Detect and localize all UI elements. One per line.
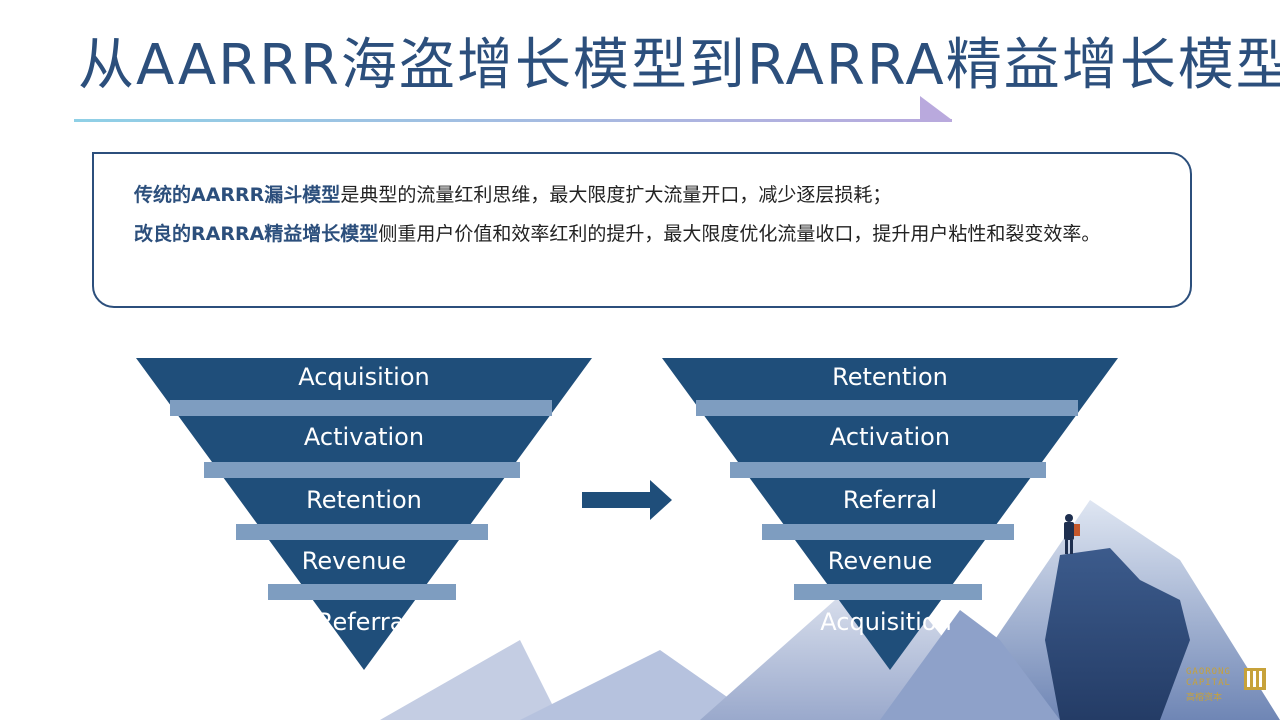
funnel-stage-label: Acquisition	[820, 608, 952, 636]
funnel-band	[762, 524, 1014, 540]
mountain-foreground	[880, 610, 1060, 720]
aarrr-funnel-shape	[136, 358, 592, 670]
mountain-back-left	[380, 640, 560, 720]
description-text: 传统的AARRR漏斗模型是典型的流量红利思维，最大限度扩大流量开口，减少逐层损耗…	[134, 176, 1174, 254]
funnel-band	[794, 584, 982, 600]
mountain-back-mid	[520, 650, 760, 720]
aarrr-funnel: Acquisition Activation Retention Revenue…	[136, 358, 592, 670]
title-underline	[74, 96, 952, 122]
funnel-stage-label: Retention	[832, 363, 948, 391]
logo-text-cn: 高榕资本	[1186, 693, 1223, 703]
right-arrow-icon	[582, 480, 672, 520]
description-box: 传统的AARRR漏斗模型是典型的流量红利思维，最大限度扩大流量开口，减少逐层损耗…	[92, 152, 1192, 308]
page-title: 从AARRR海盗增长模型到RARRA精益增长模型	[78, 33, 1280, 98]
aarrr-highlight: 传统的AARRR漏斗模型	[134, 184, 341, 206]
logo-line2: CAPITAL	[1186, 678, 1231, 688]
funnel-stage-label: Revenue	[301, 547, 407, 575]
funnel-stage-label: Referral	[316, 608, 412, 636]
logo-line1: GAORONG	[1186, 667, 1231, 677]
funnel-stage-label: Acquisition	[298, 363, 430, 391]
funnel-band	[170, 400, 552, 416]
rarra-highlight: 改良的RARRA精益增长模型	[134, 223, 379, 245]
cliff-rock	[1045, 548, 1190, 720]
funnel-stage-label: Activation	[303, 423, 425, 451]
rarra-description: 侧重用户价值和效率红利的提升，最大限度优化流量收口，提升用户粘性和裂变效率。	[378, 223, 1101, 245]
funnel-band	[268, 584, 456, 600]
funnel-band	[204, 462, 520, 478]
funnel-stage-label: Activation	[829, 423, 951, 451]
funnel-stage-label: Revenue	[827, 547, 933, 575]
aarrr-description: 是典型的流量红利思维，最大限度扩大流量开口，减少逐层损耗；	[340, 184, 892, 206]
funnel-body	[662, 358, 1118, 670]
funnel-stage-label: Retention	[306, 486, 422, 514]
logo-text-en: GAORONG CAPITAL	[1186, 667, 1231, 689]
funnel-band	[696, 400, 1078, 416]
gaorong-logo-mark	[1244, 668, 1266, 690]
funnel-stage-label: Referral	[842, 486, 938, 514]
funnel-band	[236, 524, 488, 540]
rarra-funnel-shape	[662, 358, 1118, 670]
hiker-figure	[1064, 514, 1080, 554]
gaorong-capital-logo: GAORONG CAPITAL 高榕资本	[1186, 667, 1270, 707]
rarra-funnel: Retention Activation Referral Revenue Ac…	[662, 358, 1118, 670]
funnel-band	[730, 462, 1046, 478]
funnel-body	[136, 358, 592, 670]
